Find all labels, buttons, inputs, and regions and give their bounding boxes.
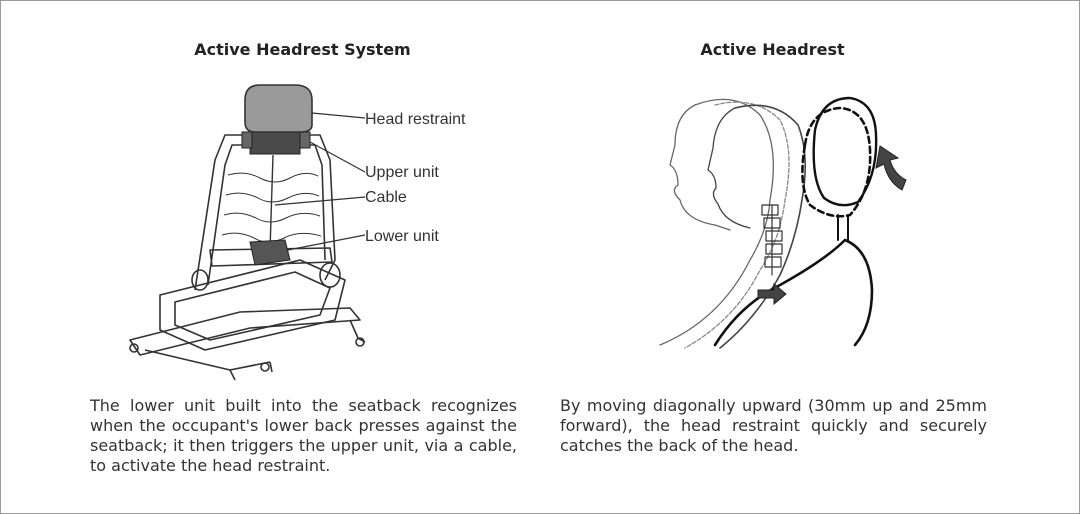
label-upper-unit: Upper unit xyxy=(365,164,439,181)
push-arrow xyxy=(758,284,786,304)
headrest-motion-diagram xyxy=(640,90,920,360)
head-restraint-pad xyxy=(245,85,312,132)
head-outline-rear xyxy=(660,99,773,345)
head-outline-mid xyxy=(685,102,789,348)
right-panel-caption: By moving diagonally upward (30mm up and… xyxy=(560,396,987,456)
seat-diagram: Head restraint Upper unit Cable Lower un… xyxy=(120,80,500,380)
label-cable: Cable xyxy=(365,189,407,206)
neck-vertebrae xyxy=(762,205,782,275)
upward-arrow xyxy=(876,146,906,190)
right-panel-title: Active Headrest xyxy=(620,40,925,59)
seatback-solid xyxy=(715,240,872,345)
left-panel-title: Active Headrest System xyxy=(150,40,455,59)
lower-unit-block xyxy=(250,240,290,265)
left-panel-caption: The lower unit built into the seatback r… xyxy=(90,396,517,476)
recliner-knob xyxy=(320,263,340,287)
seat-cushion xyxy=(160,260,345,350)
label-lower-unit: Lower unit xyxy=(365,228,439,245)
label-head-restraint: Head restraint xyxy=(365,111,466,128)
headrest-deployed-position xyxy=(814,98,876,205)
leader-upper-unit xyxy=(310,142,365,172)
leader-head-restraint xyxy=(312,113,365,118)
